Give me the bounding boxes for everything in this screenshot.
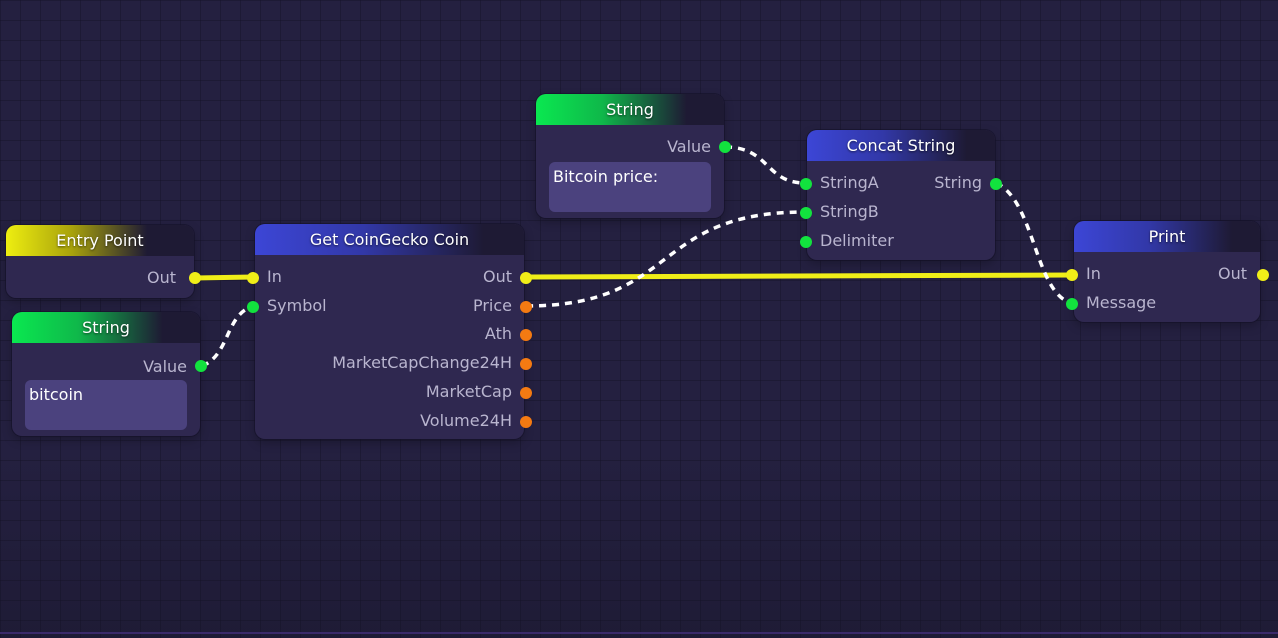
pin-label: Message xyxy=(1086,293,1157,312)
node-title: Get CoinGecko Coin xyxy=(255,224,524,255)
pin-label: MarketCap xyxy=(425,382,512,401)
input-pin-in[interactable]: In xyxy=(1086,263,1101,285)
number-pin-icon[interactable] xyxy=(520,387,532,399)
exec-pin-icon[interactable] xyxy=(1066,269,1078,281)
pin-label: In xyxy=(267,267,282,286)
node-title: String xyxy=(12,312,200,343)
wire-data-concat-to-message[interactable] xyxy=(995,181,1073,305)
string-value-input[interactable]: Bitcoin price: xyxy=(549,162,711,212)
string-pin-icon[interactable] xyxy=(1066,298,1078,310)
input-pin-message[interactable]: Message xyxy=(1086,292,1156,314)
node-string-label[interactable]: String Value Bitcoin price: xyxy=(536,94,731,218)
output-pin-out[interactable]: Out xyxy=(147,267,176,289)
output-pin-price[interactable]: Price xyxy=(473,295,512,317)
node-entry-point[interactable]: Entry Point Out xyxy=(6,225,201,298)
string-pin-icon[interactable] xyxy=(800,178,812,190)
output-pin-volume24h[interactable]: Volume24H xyxy=(420,410,512,432)
output-pin-marketcapchange24h[interactable]: MarketCapChange24H xyxy=(332,352,512,374)
string-pin-icon[interactable] xyxy=(195,360,207,372)
wire-data-symbol[interactable] xyxy=(201,304,254,368)
pin-label: Out xyxy=(146,268,176,287)
string-pin-icon[interactable] xyxy=(800,207,812,219)
pin-label: Volume24H xyxy=(420,411,512,430)
output-pin-value[interactable]: Value xyxy=(667,136,711,158)
node-title: String xyxy=(536,94,724,125)
input-pin-in[interactable]: In xyxy=(267,266,282,288)
output-pin-value[interactable]: Value xyxy=(143,356,187,378)
number-pin-icon[interactable] xyxy=(520,358,532,370)
number-pin-icon[interactable] xyxy=(520,329,532,341)
pin-label: StringB xyxy=(820,202,879,221)
wire-exec-entry-to-coingecko[interactable] xyxy=(194,274,254,281)
pin-label: Out xyxy=(482,267,512,286)
output-pin-out[interactable]: Out xyxy=(1218,263,1247,285)
canvas-bottom-border xyxy=(0,632,1278,634)
exec-pin-icon[interactable] xyxy=(520,272,532,284)
pin-label: Out xyxy=(1217,264,1247,283)
input-pin-stringb[interactable]: StringB xyxy=(820,201,879,223)
wire-exec-coingecko-to-print[interactable] xyxy=(525,272,1073,280)
exec-pin-icon[interactable] xyxy=(247,272,259,284)
input-pin-delimiter[interactable]: Delimiter xyxy=(820,230,894,252)
node-title: Entry Point xyxy=(6,225,194,256)
pin-label: Price xyxy=(472,296,512,315)
pin-label: Symbol xyxy=(267,296,327,315)
number-pin-icon[interactable] xyxy=(520,301,532,313)
pin-label: Value xyxy=(143,357,187,376)
pin-label: StringA xyxy=(820,173,879,192)
output-pin-marketcap[interactable]: MarketCap xyxy=(426,381,512,403)
node-title: Concat String xyxy=(807,130,995,161)
output-pin-out[interactable]: Out xyxy=(483,266,512,288)
pin-label: MarketCapChange24H xyxy=(332,353,512,372)
wire-data-label-to-stringa[interactable] xyxy=(724,145,806,185)
node-title: Print xyxy=(1074,221,1260,252)
node-concat-string[interactable]: Concat String StringA StringB Delimiter … xyxy=(800,130,1002,260)
pin-label: String xyxy=(934,173,982,192)
output-pin-ath[interactable]: Ath xyxy=(485,323,512,345)
string-pin-icon[interactable] xyxy=(990,178,1002,190)
string-pin-icon[interactable] xyxy=(719,141,731,153)
string-pin-icon[interactable] xyxy=(247,301,259,313)
input-pin-symbol[interactable]: Symbol xyxy=(267,295,327,317)
number-pin-icon[interactable] xyxy=(520,416,532,428)
pin-label: In xyxy=(1086,264,1101,283)
pin-label: Ath xyxy=(484,324,512,343)
node-string-symbol[interactable]: String Value bitcoin xyxy=(12,312,207,436)
string-pin-icon[interactable] xyxy=(800,236,812,248)
wire-data-price-to-stringb[interactable] xyxy=(525,210,806,308)
input-pin-stringa[interactable]: StringA xyxy=(820,172,879,194)
output-pin-string[interactable]: String xyxy=(934,172,982,194)
node-get-coingecko-coin[interactable]: Get CoinGecko Coin In Symbol Out Price A… xyxy=(247,224,532,439)
exec-pin-icon[interactable] xyxy=(1257,269,1269,281)
node-print[interactable]: Print In Message Out xyxy=(1066,221,1269,322)
pin-label: Delimiter xyxy=(820,231,894,250)
exec-pin-icon[interactable] xyxy=(189,272,201,284)
pin-label: Value xyxy=(667,137,711,156)
string-value-input[interactable]: bitcoin xyxy=(25,380,187,430)
